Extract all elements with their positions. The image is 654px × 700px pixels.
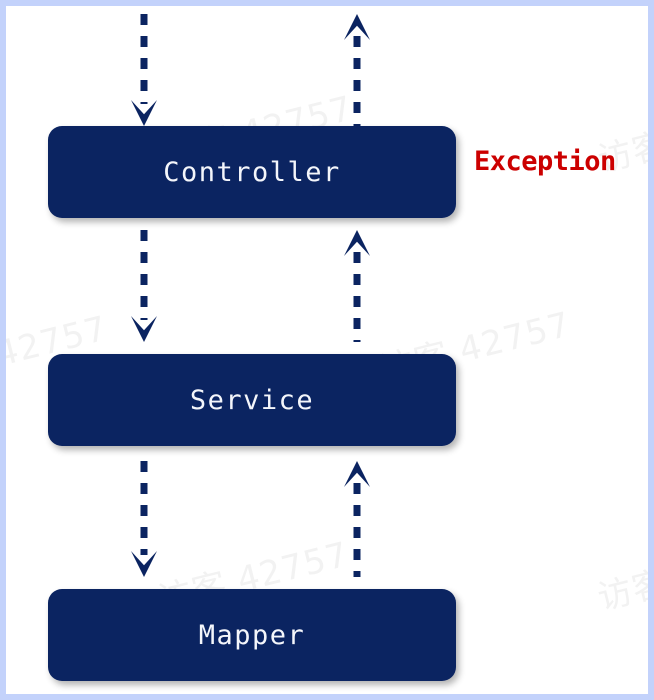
arrow-controller-to-service [131, 230, 157, 342]
node-mapper[interactable]: Mapper [48, 589, 456, 681]
exception-label: Exception [474, 146, 616, 177]
node-controller[interactable]: Controller [48, 126, 456, 218]
arrow-in-to-controller [131, 14, 157, 126]
node-label-controller: Controller [163, 156, 341, 188]
node-label-mapper: Mapper [198, 619, 306, 651]
node-label-service: Service [189, 384, 315, 416]
arrow-service-to-controller [344, 230, 370, 342]
node-service[interactable]: Service [48, 354, 456, 446]
arrow-mapper-to-service [344, 461, 370, 577]
arrow-controller-to-out [344, 14, 370, 126]
arrow-service-to-mapper [131, 461, 157, 577]
watermark: 访客 [593, 562, 654, 619]
